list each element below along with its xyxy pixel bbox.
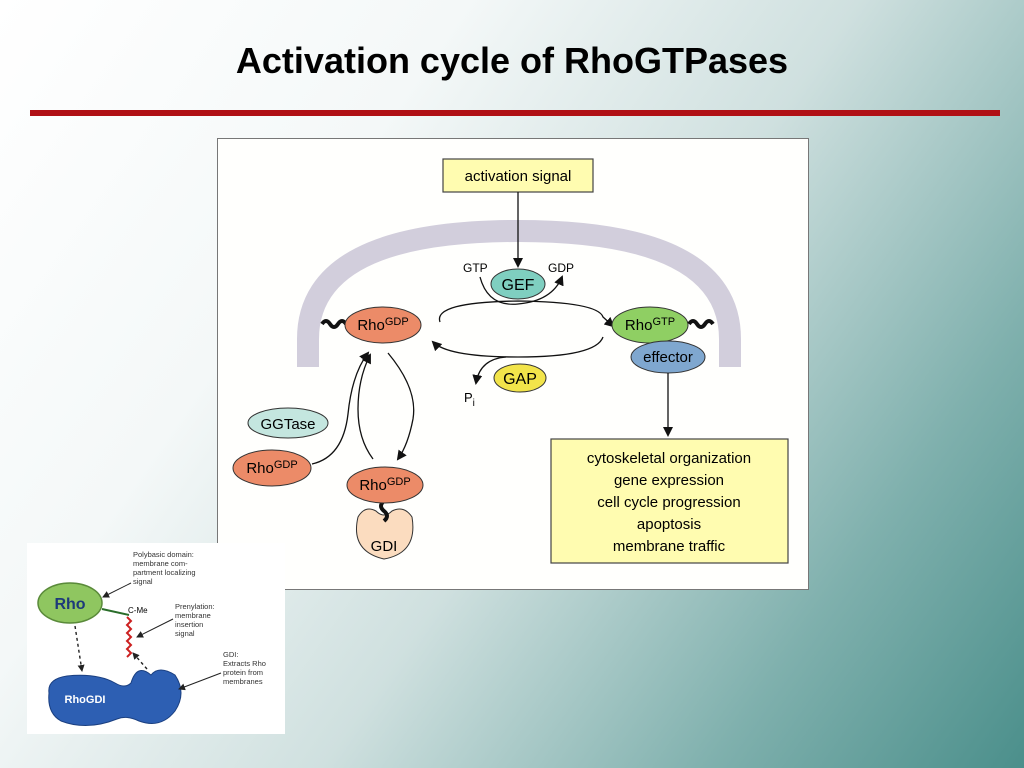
rhogdi-inset-svg: Rho C-Me RhoGDI Polybasic domain: membra… <box>27 543 285 734</box>
inset-rhogdi-label: RhoGDI <box>65 694 106 706</box>
inset-prenylation-note: Prenylation: membrane insertion signal <box>175 602 217 638</box>
rho-gdp-lipid-anchor <box>322 321 346 327</box>
gap-label: GAP <box>503 371 537 388</box>
rho-cycle-diagram: activation signal GTP GDP GEF Pi GAP Rho… <box>217 138 809 590</box>
gdi-label: GDI <box>371 538 398 555</box>
inset-polybasic-note: Polybasic domain: membrane com- partment… <box>133 550 198 586</box>
outcome-item: gene expression <box>614 472 724 489</box>
rho-gtp-lipid-anchor <box>689 321 713 327</box>
gtp-label: GTP <box>463 261 488 275</box>
rhogdi-inset: Rho C-Me RhoGDI Polybasic domain: membra… <box>27 543 285 734</box>
title-divider <box>30 110 1000 116</box>
inset-cme-label: C-Me <box>128 606 148 615</box>
pi-label: Pi <box>464 390 475 409</box>
prenylation-arrow <box>312 353 368 464</box>
effector-label: effector <box>643 349 693 366</box>
gef-label: GEF <box>502 277 535 294</box>
gdi-release-arrow <box>358 355 373 459</box>
inset-gdi-pointer <box>179 673 221 689</box>
inactivation-arrow <box>433 337 603 357</box>
inset-binding-arrow <box>75 626 82 671</box>
rho-cycle-svg: activation signal GTP GDP GEF Pi GAP Rho… <box>218 139 808 589</box>
gdp-label: GDP <box>548 261 574 275</box>
inset-prenyl-chain <box>127 617 131 657</box>
activation-arrow <box>439 301 613 326</box>
activation-signal-label: activation signal <box>465 168 572 185</box>
ggtase-label: GGTase <box>260 416 315 433</box>
outcome-item: cytoskeletal organization <box>587 450 751 467</box>
gdi-extraction-arrow <box>388 353 414 459</box>
inset-polybasic-pointer <box>103 583 131 597</box>
inset-gdi-note: GDI: Extracts Rho protein from membranes <box>223 650 268 686</box>
slide-title: Activation cycle of RhoGTPases <box>0 40 1024 82</box>
inset-insertion-arrow <box>133 653 147 669</box>
inset-prenylation-pointer <box>137 619 173 637</box>
outcome-item: membrane traffic <box>613 538 726 555</box>
outcome-item: apoptosis <box>637 516 701 533</box>
outcome-item: cell cycle progression <box>597 494 740 511</box>
inset-rho-label: Rho <box>54 596 85 613</box>
inset-rho-tail <box>102 609 129 615</box>
